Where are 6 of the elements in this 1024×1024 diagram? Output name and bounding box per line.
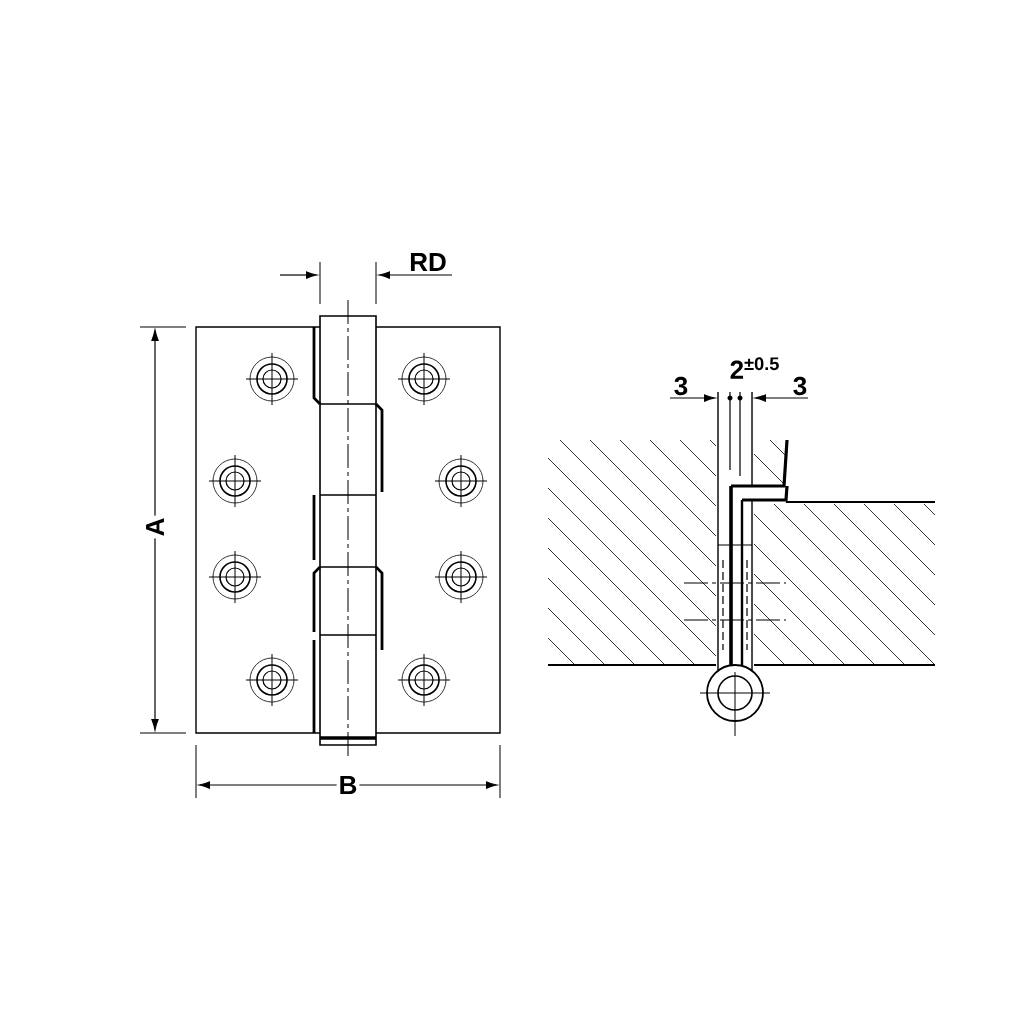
dimension-label: A [144,515,166,539]
dimension-label: RD [410,253,446,271]
dimension-label: 2$^{±0.5}$ [730,357,779,379]
dimension-label: 3 [674,376,688,396]
dimension-label: 3 [793,376,807,396]
dimension-label: B [336,774,360,796]
